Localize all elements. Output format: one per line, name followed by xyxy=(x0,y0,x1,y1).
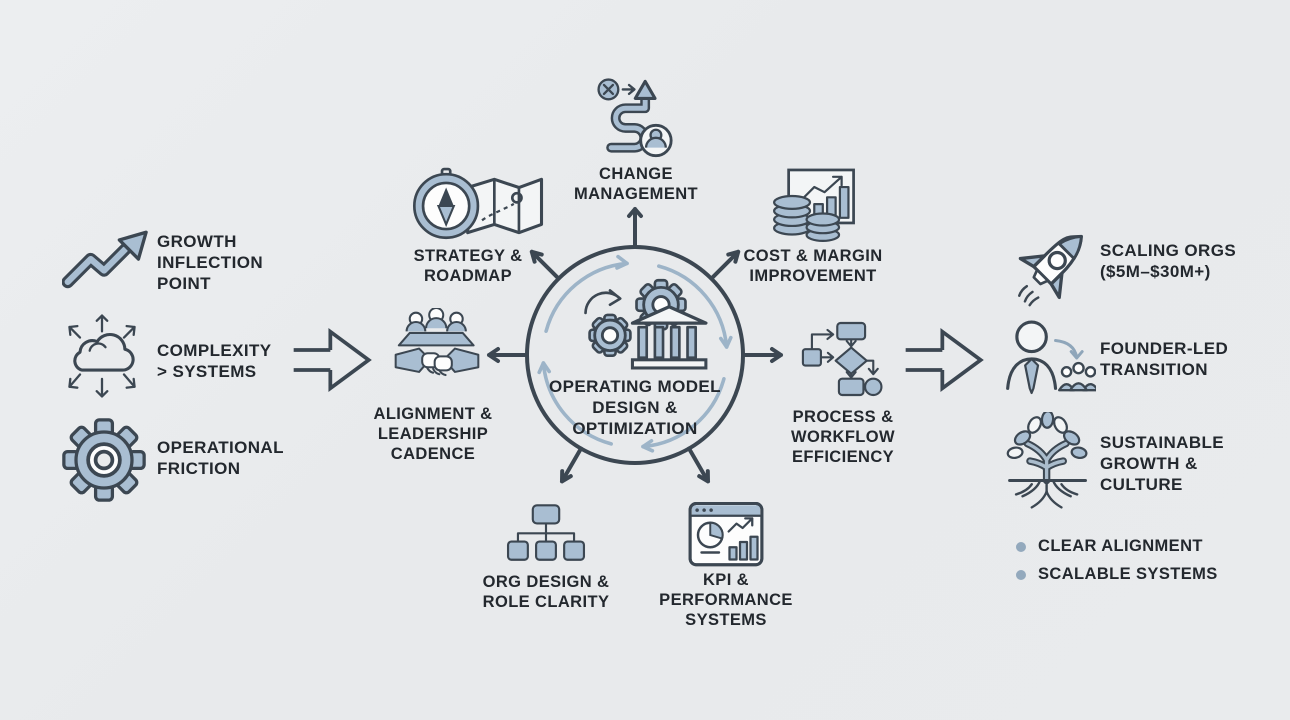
growth-inflection-icon xyxy=(61,226,148,294)
left-item-label: GROWTH INFLECTION POINT xyxy=(157,232,263,293)
bullet-dot-icon xyxy=(1016,541,1026,552)
tree-roots-icon xyxy=(1004,409,1092,512)
cycle-node-label: COST & MARGIN IMPROVEMENT xyxy=(743,247,883,285)
bullet-label: SCALABLE SYSTEMS xyxy=(1038,565,1218,583)
alignment-leadership-icon xyxy=(394,306,480,400)
outcome-bullet: CLEAR ALIGNMENT xyxy=(1016,537,1203,556)
cycle-node-label: ALIGNMENT & LEADERSHIP CADENCE xyxy=(373,405,493,463)
bullet-dot-icon xyxy=(1016,569,1026,580)
left-item-label: OPERATIONAL FRICTION xyxy=(157,438,284,478)
right-item-label: FOUNDER-LED TRANSITION xyxy=(1100,339,1229,379)
org-design-icon xyxy=(504,502,588,568)
cycle-node-label: PROCESS & WORKFLOW EFFICIENCY xyxy=(790,408,895,466)
cycle-node-label: ORG DESIGN & ROLE CLARITY xyxy=(482,573,610,611)
founder-transition-icon xyxy=(1004,316,1100,400)
transition-arrow-left-icon xyxy=(292,320,372,400)
cycle-ring xyxy=(485,205,785,505)
rocket-icon xyxy=(1006,218,1096,308)
process-workflow-icon xyxy=(798,316,888,402)
bullet-label: CLEAR ALIGNMENT xyxy=(1038,537,1203,555)
kpi-performance-icon xyxy=(686,500,766,570)
left-item-label: COMPLEXITY > SYSTEMS xyxy=(157,341,272,381)
right-item-label: SUSTAINABLE GROWTH & CULTURE xyxy=(1100,433,1225,494)
cycle-node-label: STRATEGY & ROADMAP xyxy=(413,247,523,285)
operational-friction-gear-icon xyxy=(62,418,146,502)
change-management-icon xyxy=(593,76,683,162)
cost-margin-icon xyxy=(763,166,857,244)
strategy-roadmap-icon xyxy=(412,167,550,247)
complexity-cloud-icon xyxy=(58,308,146,404)
gears-institution-icon xyxy=(558,268,713,370)
cycle-node-label: CHANGE MANAGEMENT xyxy=(573,165,699,203)
cycle-node-label: KPI & PERFORMANCE SYSTEMS xyxy=(659,571,793,629)
outcome-bullet: SCALABLE SYSTEMS xyxy=(1016,565,1218,584)
transition-arrow-right-icon xyxy=(904,320,984,400)
cycle-center-label: OPERATING MODEL DESIGN & OPTIMIZATION xyxy=(549,377,721,438)
right-item-label: SCALING ORGS ($5M–$30M+) xyxy=(1100,241,1237,281)
